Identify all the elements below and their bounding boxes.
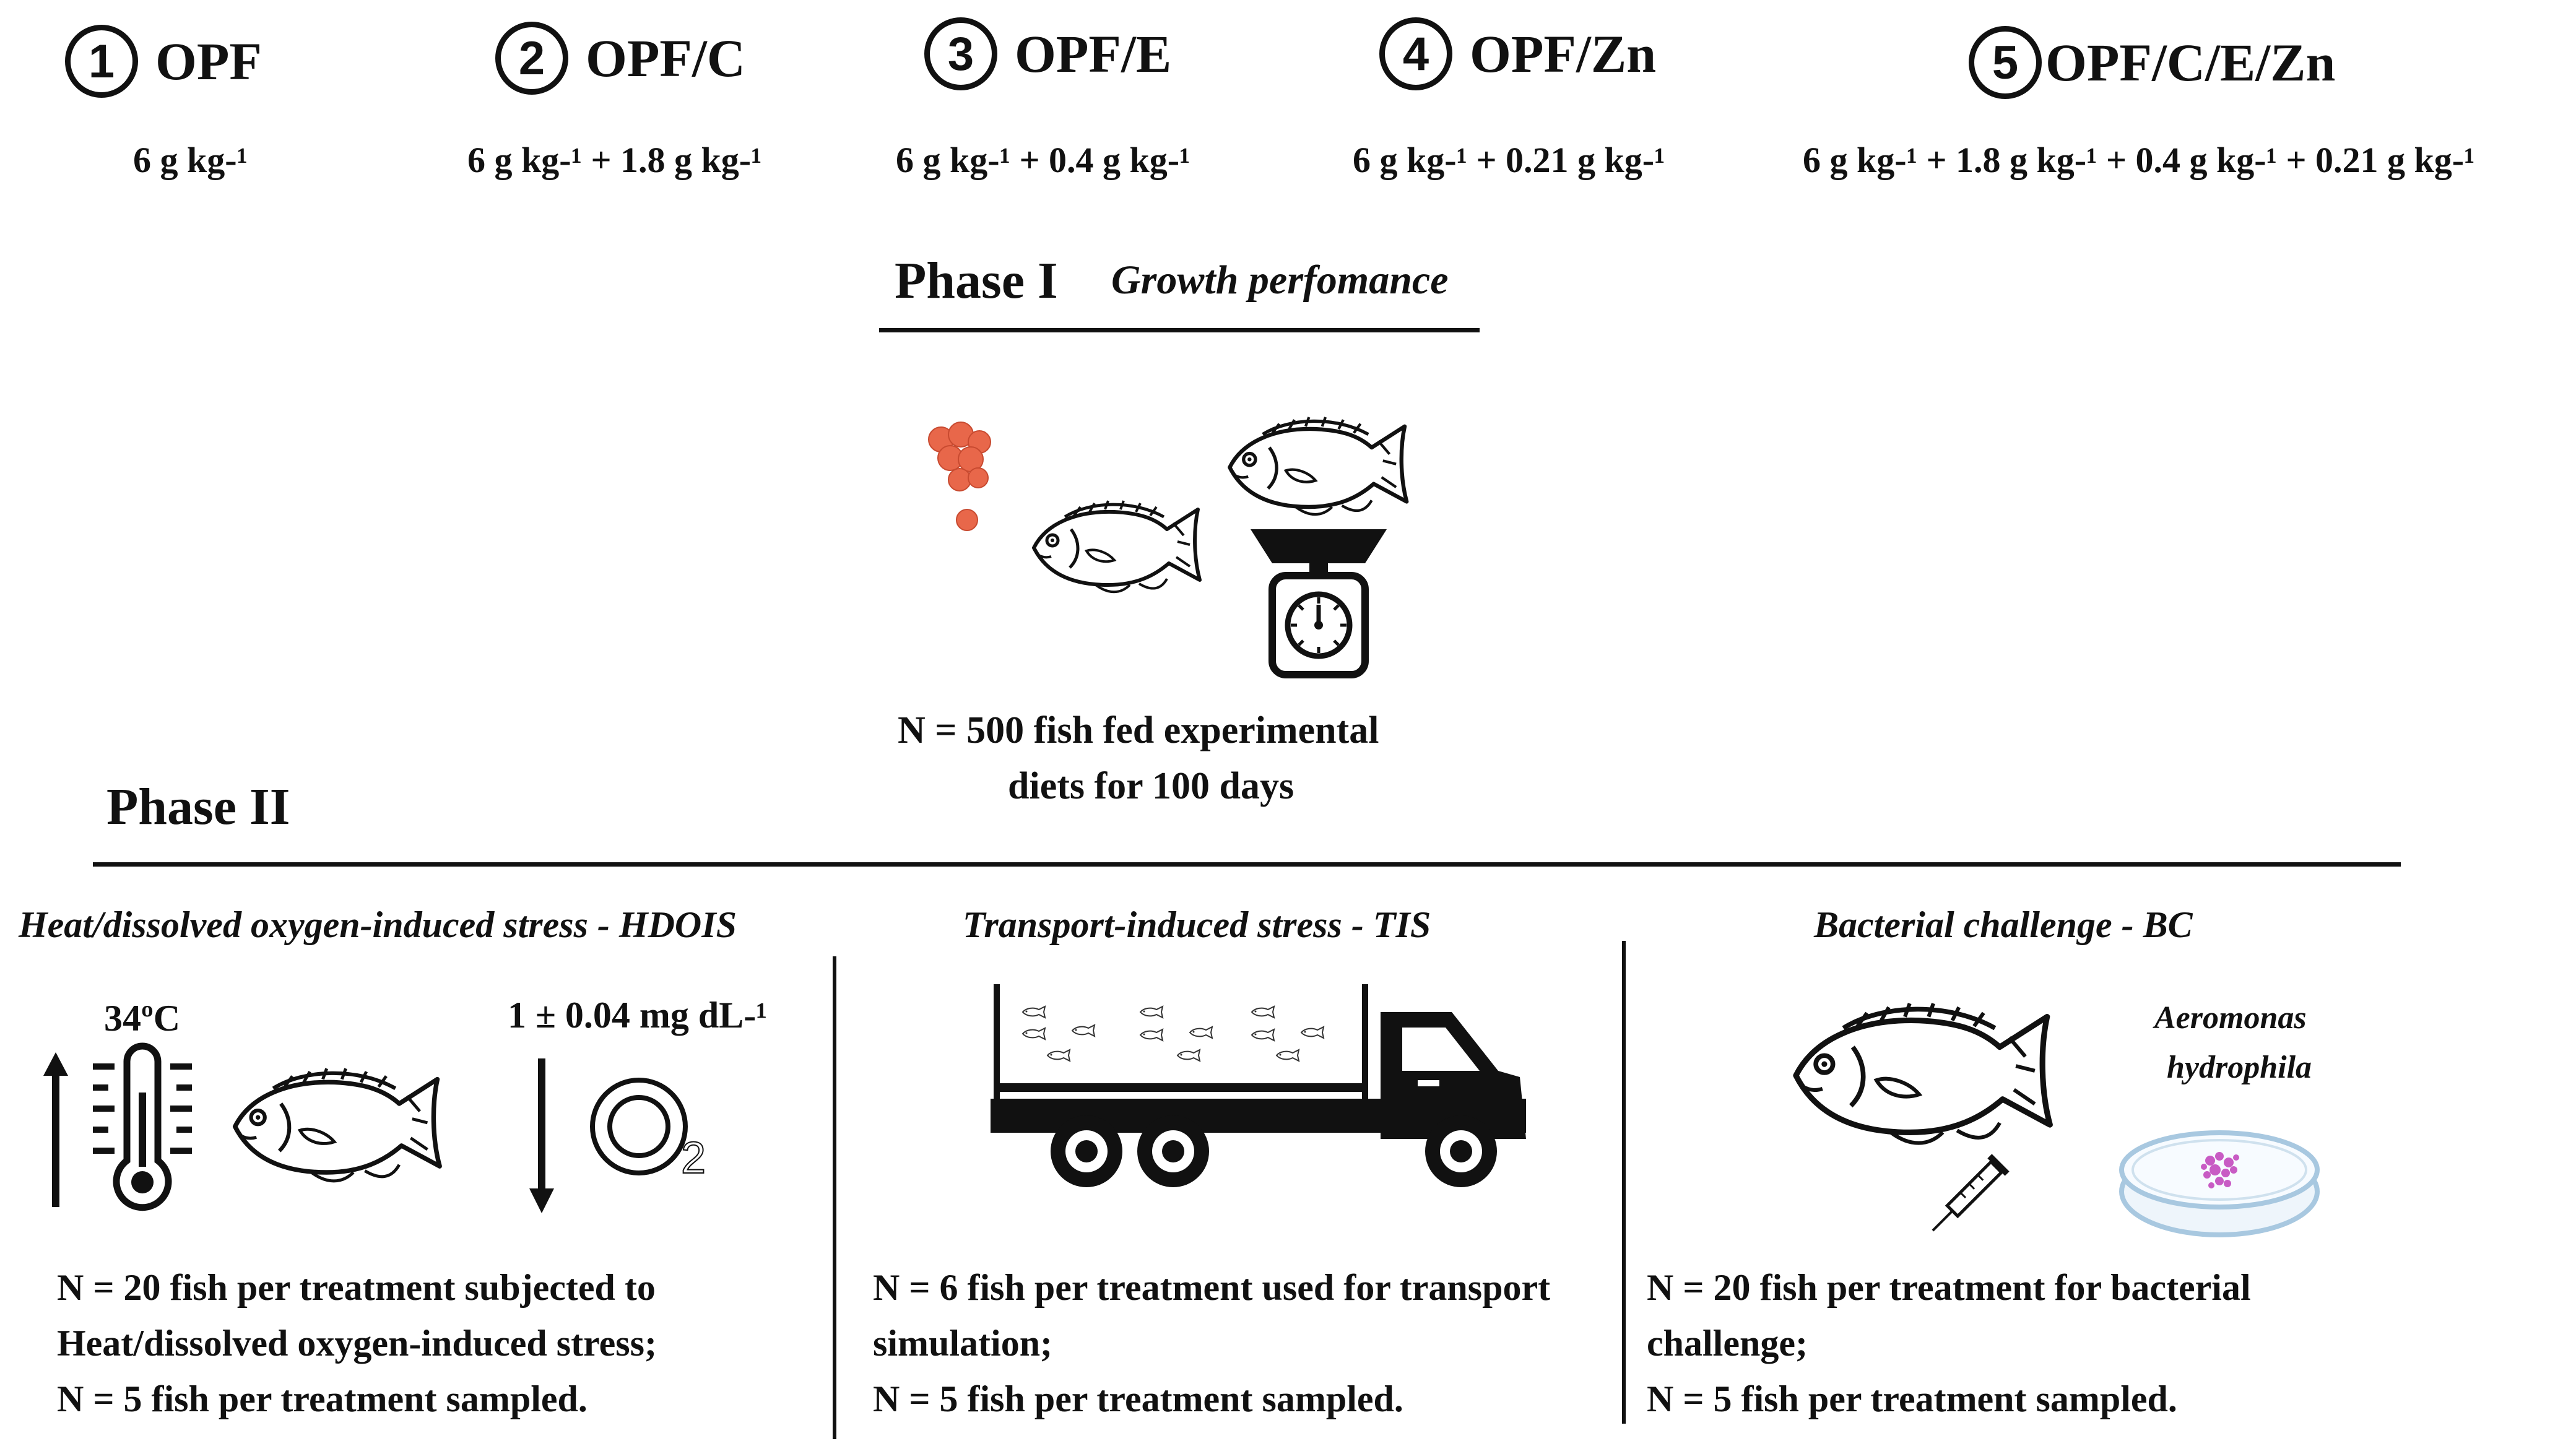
treatment-1-dose: 6 g kg-¹ bbox=[133, 140, 248, 180]
treatment-4: 4 OPF/Zn bbox=[1379, 17, 1656, 90]
fish-icon bbox=[1021, 495, 1207, 600]
phase2-underline bbox=[93, 862, 2401, 867]
fish-icon bbox=[220, 1065, 449, 1188]
treatment-1: 1 OPF bbox=[65, 25, 262, 98]
arrow-down-icon bbox=[529, 1058, 554, 1213]
phase1-text-line1: N = 500 fish fed experimental bbox=[898, 709, 1379, 751]
treatment-name: OPF/E bbox=[1015, 24, 1172, 84]
hdois-temperature: 34ºC bbox=[104, 998, 181, 1039]
phase1-text-line2: diets for 100 days bbox=[1008, 765, 1295, 807]
treatment-number-badge: 1 bbox=[65, 25, 138, 98]
treatment-number-badge: 5 bbox=[1969, 26, 2042, 99]
bc-text-line2: challenge; bbox=[1647, 1323, 1808, 1364]
treatment-name: OPF/C bbox=[586, 28, 745, 88]
bc-text-line1: N = 20 fish per treatment for bacterial bbox=[1647, 1267, 2251, 1308]
syringe-icon bbox=[1932, 1154, 2010, 1232]
fish-icon bbox=[1216, 412, 1415, 523]
treatment-name: OPF/Zn bbox=[1470, 24, 1657, 84]
phase1-subtitle: Growth perfomance bbox=[1111, 257, 1449, 303]
treatment-5-dose: 6 g kg-¹ + 1.8 g kg-¹ + 0.4 g kg-¹ + 0.2… bbox=[1803, 140, 2475, 180]
petri-dish-icon bbox=[2119, 1130, 2320, 1237]
tis-text-line3: N = 5 fish per treatment sampled. bbox=[873, 1378, 1403, 1419]
treatment-number-badge: 4 bbox=[1379, 17, 1452, 90]
fish-icon bbox=[1771, 1000, 2068, 1151]
bacteria-name-line2: hydrophila bbox=[2167, 1050, 2312, 1085]
treatment-4-dose: 6 g kg-¹ + 0.21 g kg-¹ bbox=[1353, 140, 1665, 180]
bacteria-name-line1: Aeromonas bbox=[2154, 1000, 2307, 1036]
phase1-underline bbox=[879, 328, 1480, 332]
bc-title: Bacterial challenge - BC bbox=[1814, 904, 2193, 945]
arrow-up-icon bbox=[43, 1052, 68, 1207]
treatment-name: OPF bbox=[155, 32, 262, 91]
hdois-oxygen-level: 1 ± 0.04 mg dL-¹ bbox=[508, 995, 768, 1036]
oxygen-subscript: 2 bbox=[680, 1133, 706, 1184]
treatment-2-dose: 6 g kg-¹ + 1.8 g kg-¹ bbox=[467, 140, 762, 180]
hdois-title: Heat/dissolved oxygen-induced stress - H… bbox=[19, 904, 737, 945]
treatment-name: OPF/C/E/Zn bbox=[2045, 33, 2336, 92]
tis-title: Transport-induced stress - TIS bbox=[963, 904, 1431, 945]
feed-pellets-icon bbox=[928, 422, 991, 531]
hdois-text-line2: Heat/dissolved oxygen-induced stress; bbox=[57, 1323, 657, 1364]
transport-truck-icon bbox=[991, 984, 1526, 1187]
thermometer-icon bbox=[93, 1042, 192, 1211]
treatment-number-badge: 2 bbox=[495, 22, 568, 95]
tis-text-line2: simulation; bbox=[873, 1323, 1053, 1364]
treatment-number-badge: 3 bbox=[924, 17, 997, 90]
treatment-3-dose: 6 g kg-¹ + 0.4 g kg-¹ bbox=[896, 140, 1190, 180]
weighing-scale-icon bbox=[1251, 529, 1387, 678]
oxygen-o2-icon bbox=[590, 1078, 688, 1175]
hdois-text-line1: N = 20 fish per treatment subjected to bbox=[57, 1267, 656, 1308]
section-divider bbox=[1622, 941, 1626, 1424]
treatment-3: 3 OPF/E bbox=[924, 17, 1171, 90]
hdois-text-line3: N = 5 fish per treatment sampled. bbox=[57, 1378, 588, 1419]
tis-text-line1: N = 6 fish per treatment used for transp… bbox=[873, 1267, 1551, 1308]
bc-text-line3: N = 5 fish per treatment sampled. bbox=[1647, 1378, 2177, 1419]
treatment-5: 5 OPF/C/E/Zn bbox=[1969, 26, 2335, 99]
treatment-2: 2 OPF/C bbox=[495, 22, 745, 95]
section-divider bbox=[833, 956, 836, 1439]
phase2-title: Phase II bbox=[106, 778, 290, 836]
phase1-title: Phase I bbox=[895, 252, 1058, 309]
